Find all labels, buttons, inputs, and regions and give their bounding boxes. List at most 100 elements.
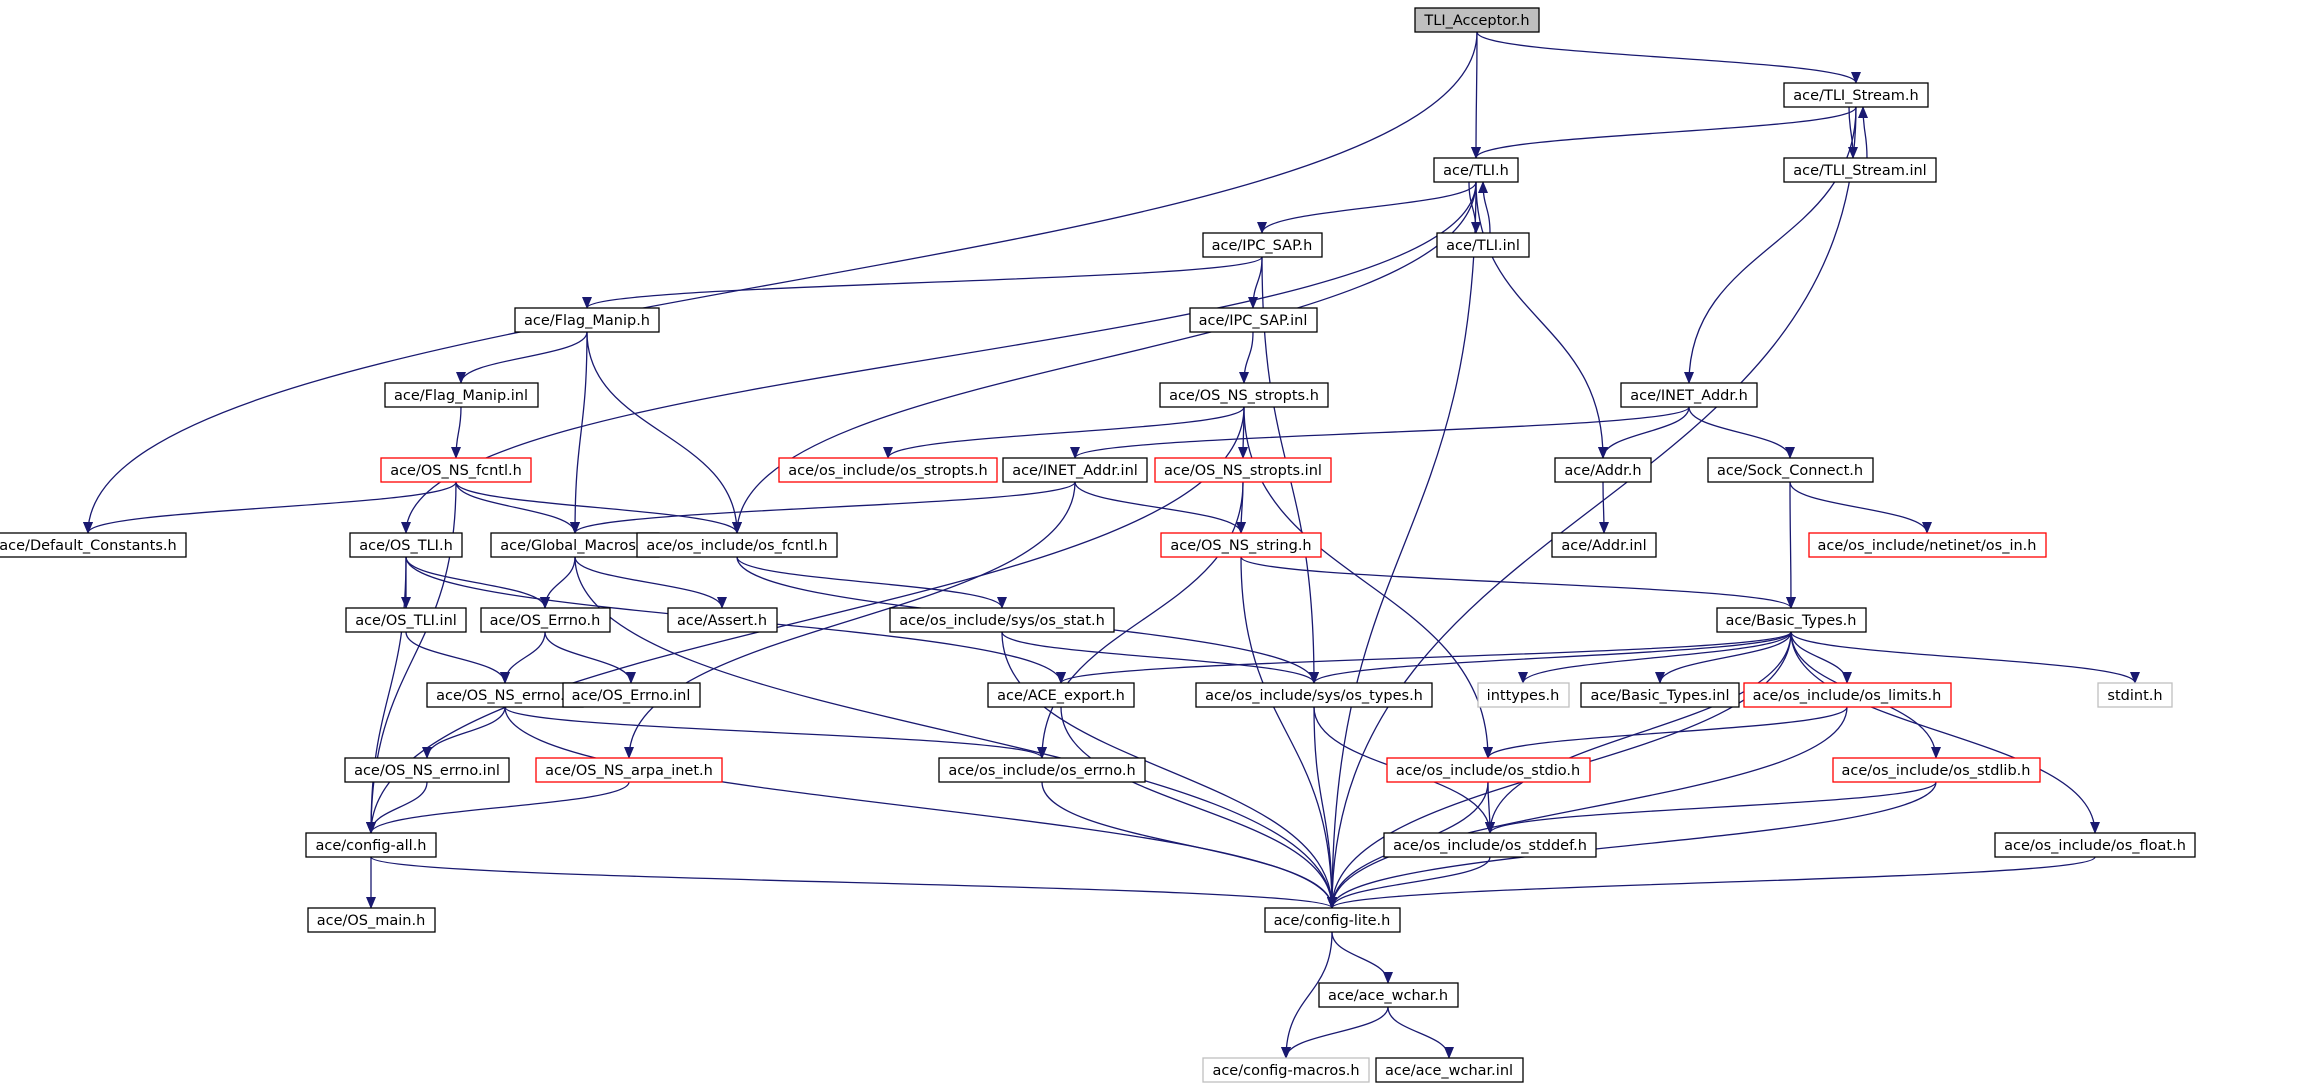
edge-ace-tli-stream-inl-to-ace-tli-stream-h: [1858, 106, 1869, 159]
node-inttypes-h[interactable]: inttypes.h: [1477, 682, 1570, 708]
node-ace-os-ns-arpa-inet-h[interactable]: ace/OS_NS_arpa_inet.h: [535, 757, 723, 783]
edge-ace-global-macros-h-to-ace-config-lite-h: [574, 556, 1337, 909]
node-ace-os-include-os-errno-h[interactable]: ace/os_include/os_errno.h: [938, 757, 1146, 783]
node-ace-addr-h[interactable]: ace/Addr.h: [1554, 457, 1652, 483]
node-box: [562, 682, 701, 708]
node-ace-os-include-sys-os-types-h[interactable]: ace/os_include/sys/os_types.h: [1195, 682, 1433, 708]
node-label: ace/os_include/os_limits.h: [1753, 688, 1942, 704]
node-ace-flag-manip-h[interactable]: ace/Flag_Manip.h: [514, 307, 660, 333]
node-ace-config-all-h[interactable]: ace/config-all.h: [305, 832, 437, 858]
node-ace-config-macros-h[interactable]: ace/config-macros.h: [1202, 1057, 1370, 1083]
node-label: ace/os_include/sys/os_types.h: [1205, 688, 1423, 704]
node-box: [1154, 457, 1332, 483]
node-ace-os-include-os-stropts-h[interactable]: ace/os_include/os_stropts.h: [778, 457, 998, 483]
node-ace-os-include-sys-os-stat-h[interactable]: ace/os_include/sys/os_stat.h: [889, 607, 1115, 633]
node-ace-flag-manip-inl[interactable]: ace/Flag_Manip.inl: [384, 382, 539, 408]
node-box: [1832, 757, 2041, 783]
edge-ace-os-tli-h-to-ace-os-errno-h: [405, 556, 550, 609]
edge-ace-os-ns-string-h-to-ace-config-lite-h: [1240, 556, 1337, 909]
node-ace-os-include-netinet-os-in-h[interactable]: ace/os_include/netinet/os_in.h: [1808, 532, 2047, 558]
edge-ace-config-lite-h-to-ace-config-macros-h: [1281, 931, 1333, 1059]
node-ace-addr-inl[interactable]: ace/Addr.inl: [1551, 532, 1657, 558]
node-box: [1383, 832, 1597, 858]
node-label: ace/config-macros.h: [1212, 1063, 1359, 1079]
node-box: [1477, 682, 1570, 708]
edge-ace-os-ns-stropts-h-to-ace-os-include-os-stropts-h: [883, 406, 1245, 459]
node-box: [1195, 682, 1433, 708]
node-ace-default-constants-h[interactable]: ace/Default_Constants.h: [0, 532, 187, 558]
node-ace-basic-types-inl[interactable]: ace/Basic_Types.inl: [1580, 682, 1740, 708]
node-label: ace/OS_NS_errno.inl: [354, 763, 500, 779]
node-ace-os-include-os-stdlib-h[interactable]: ace/os_include/os_stdlib.h: [1832, 757, 2041, 783]
node-ace-ipc-sap-inl[interactable]: ace/IPC_SAP.inl: [1189, 307, 1318, 333]
node-label: ace/OS_Errno.h: [490, 613, 601, 629]
node-ace-inet-addr-inl[interactable]: ace/INET_Addr.inl: [1002, 457, 1148, 483]
node-ace-tli-h[interactable]: ace/TLI.h: [1433, 157, 1519, 183]
node-ace-os-ns-string-h[interactable]: ace/OS_NS_string.h: [1160, 532, 1322, 558]
node-ace-ace-export-h[interactable]: ace/ACE_export.h: [987, 682, 1135, 708]
node-label: ace/os_include/os_stdio.h: [1396, 763, 1580, 779]
node-ace-tli-stream-h[interactable]: ace/TLI_Stream.h: [1783, 82, 1929, 108]
node-ace-os-ns-fcntl-h[interactable]: ace/OS_NS_fcntl.h: [380, 457, 532, 483]
node-label: ace/TLI.h: [1443, 163, 1509, 179]
node-ace-os-tli-inl[interactable]: ace/OS_TLI.inl: [345, 607, 467, 633]
node-ace-os-errno-inl[interactable]: ace/OS_Errno.inl: [562, 682, 701, 708]
node-ace-inet-addr-h[interactable]: ace/INET_Addr.h: [1620, 382, 1758, 408]
edge-ace-os-ns-errno-h-to-ace-os-include-os-errno-h: [504, 706, 1047, 759]
node-label: ace/TLI.inl: [1446, 238, 1520, 254]
node-label: ace/config-all.h: [315, 838, 426, 854]
node-ace-basic-types-h[interactable]: ace/Basic_Types.h: [1716, 607, 1867, 633]
node-ace-os-ns-errno-inl[interactable]: ace/OS_NS_errno.inl: [344, 757, 510, 783]
node-ace-ipc-sap-h[interactable]: ace/IPC_SAP.h: [1202, 232, 1323, 258]
node-ace-ace-wchar-inl[interactable]: ace/ace_wchar.inl: [1375, 1057, 1524, 1083]
edge-ace-basic-types-h-to-ace-os-include-os-float-h: [1790, 631, 2100, 834]
node-ace-os-ns-stropts-h[interactable]: ace/OS_NS_stropts.h: [1159, 382, 1329, 408]
node-box: [1318, 982, 1459, 1008]
node-label: ace/Basic_Types.inl: [1590, 688, 1729, 704]
edge-ace-inet-addr-inl-to-ace-os-ns-string-h: [1074, 481, 1246, 534]
node-ace-assert-h[interactable]: ace/Assert.h: [667, 607, 778, 633]
node-label: ace/INET_Addr.h: [1630, 388, 1748, 404]
node-label: ace/ace_wchar.h: [1328, 988, 1448, 1004]
node-ace-os-include-os-limits-h[interactable]: ace/os_include/os_limits.h: [1743, 682, 1952, 708]
edge-ace-os-include-os-stddef-h-to-ace-config-lite-h: [1327, 856, 1491, 909]
node-box: [1808, 532, 2047, 558]
node-ace-global-macros-h[interactable]: ace/Global_Macros.h: [490, 532, 660, 558]
node-stdint-h[interactable]: stdint.h: [2097, 682, 2173, 708]
node-box: [480, 607, 611, 633]
node-ace-os-include-os-fcntl-h[interactable]: ace/os_include/os_fcntl.h: [636, 532, 838, 558]
edge-ace-os-ns-arpa-inet-h-to-ace-config-all-h: [366, 781, 630, 834]
node-ace-os-include-os-float-h[interactable]: ace/os_include/os_float.h: [1994, 832, 2196, 858]
edge-ace-os-ns-fcntl-h-to-ace-os-include-os-fcntl-h: [455, 481, 742, 534]
node-ace-os-ns-stropts-inl[interactable]: ace/OS_NS_stropts.inl: [1154, 457, 1332, 483]
node-ace-os-errno-h[interactable]: ace/OS_Errno.h: [480, 607, 611, 633]
node-ace-os-ns-errno-h[interactable]: ace/OS_NS_errno.h: [426, 682, 584, 708]
node-box: [1160, 532, 1322, 558]
node-ace-config-lite-h[interactable]: ace/config-lite.h: [1264, 907, 1401, 933]
node-label: ace/Global_Macros.h: [500, 538, 649, 554]
edge-ace-tli-stream-h-to-ace-config-lite-h: [1327, 106, 1857, 909]
node-label: ace/os_include/os_fcntl.h: [646, 538, 827, 554]
node-box: [778, 457, 998, 483]
node-label: ace/Assert.h: [677, 613, 767, 629]
node-box: [1551, 532, 1657, 558]
node-label: inttypes.h: [1487, 688, 1560, 704]
node-tli-acceptor-h[interactable]: TLI_Acceptor.h: [1414, 7, 1540, 33]
node-layer: TLI_Acceptor.h ace/TLI_Stream.h ace/TLI_St…: [0, 7, 2196, 1083]
node-label: ace/Basic_Types.h: [1726, 613, 1857, 629]
node-box: [938, 757, 1146, 783]
node-ace-sock-connect-h[interactable]: ace/Sock_Connect.h: [1707, 457, 1874, 483]
edge-ace-flag-manip-h-to-ace-flag-manip-inl: [456, 331, 588, 384]
node-label: ace/OS_main.h: [317, 913, 426, 929]
node-ace-tli-inl[interactable]: ace/TLI.inl: [1436, 232, 1530, 258]
node-ace-os-tli-h[interactable]: ace/OS_TLI.h: [349, 532, 463, 558]
edge-ace-basic-types-h-to-inttypes-h: [1518, 631, 1792, 684]
node-ace-ace-wchar-h[interactable]: ace/ace_wchar.h: [1318, 982, 1459, 1008]
edge-ace-os-errno-h-to-ace-os-errno-inl: [544, 631, 636, 684]
node-ace-os-include-os-stdio-h[interactable]: ace/os_include/os_stdio.h: [1386, 757, 1591, 783]
node-ace-os-main-h[interactable]: ace/OS_main.h: [307, 907, 436, 933]
edge-ace-global-macros-h-to-ace-assert-h: [574, 556, 727, 609]
node-ace-os-include-os-stddef-h[interactable]: ace/os_include/os_stddef.h: [1383, 832, 1597, 858]
edge-ace-flag-manip-inl-to-ace-os-ns-fcntl-h: [451, 406, 462, 459]
node-ace-tli-stream-inl[interactable]: ace/TLI_Stream.inl: [1783, 157, 1937, 183]
